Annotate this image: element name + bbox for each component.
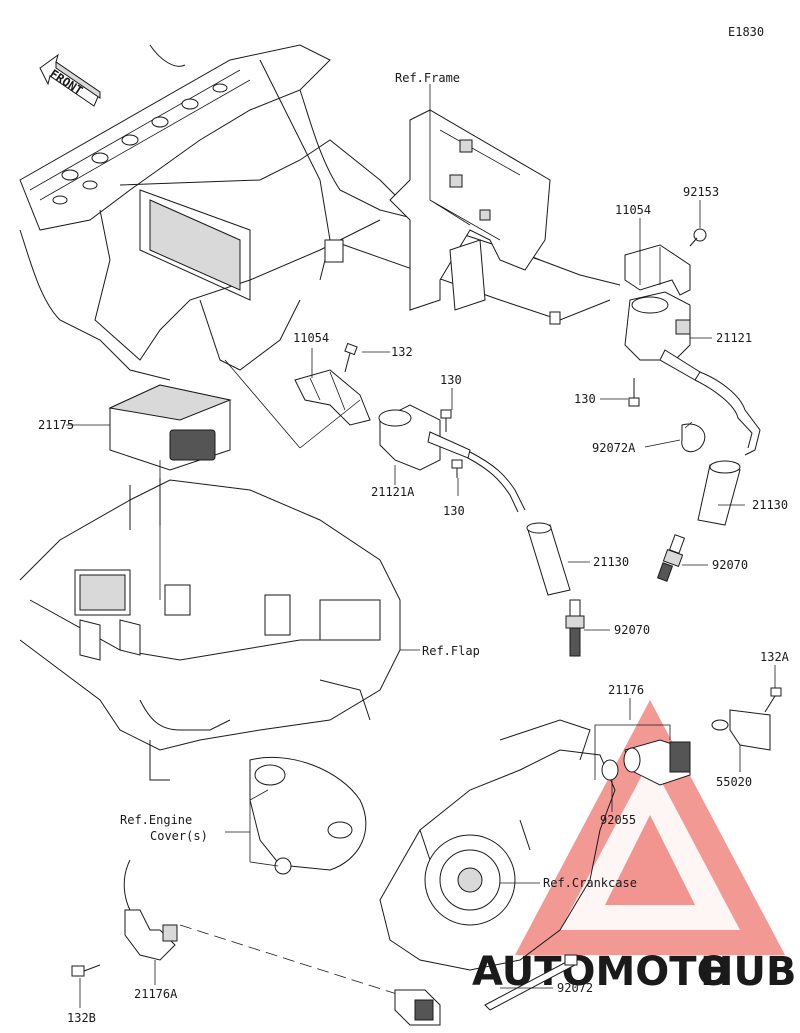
label-21130-center: 21130 [593,555,629,569]
ref-engine-cover-label-1: Ref.Engine [120,813,192,827]
diagram-id: E1830 [728,25,764,39]
flap-illustration [19,478,401,781]
label-21121A: 21121A [371,485,415,499]
label-55020: 55020 [716,775,752,789]
label-92072A: 92072A [592,441,636,455]
cap-21130-center [526,522,571,596]
label-92072: 92072 [557,981,593,995]
clamp-92072A [681,421,706,453]
ref-flap-label: Ref.Flap [422,644,480,658]
clamp-plate-55020 [711,709,771,751]
label-11054-center: 11054 [293,331,329,345]
frame-holes [52,83,228,205]
frame-bracket [389,109,551,311]
bolt-130-center-top [440,409,452,432]
label-21175: 21175 [38,418,74,432]
sensor-21176A [123,859,441,1026]
bolt-130-right [628,378,640,407]
watermark-text-1: AUTOMOTO [472,949,731,995]
leader-lines [66,84,776,1008]
frame-illustration [19,44,621,381]
ecu-21175 [108,384,232,471]
spark-plug-92070-right [656,534,686,582]
ref-crankcase-label: Ref.Crankcase [543,876,637,890]
label-21121: 21121 [716,331,752,345]
label-21130-right: 21130 [752,498,788,512]
label-130-center-bottom: 130 [443,504,465,518]
crankcase-illustration [379,719,616,971]
watermark-logo: AUTOMOTO HUB [472,700,796,995]
bolt-132 [344,342,358,373]
cap-21130-right [697,460,741,526]
spark-plug-92070-center [565,599,585,657]
bracket-11054-center [294,369,371,426]
ignition-coil-21121A [378,404,526,513]
bolt-132B [71,964,101,977]
label-132: 132 [391,345,413,359]
label-132A: 132A [760,650,790,664]
ref-frame-label: Ref.Frame [395,71,460,85]
bolt-130-center-bottom [451,459,463,478]
ref-engine-cover-label-2: Cover(s) [150,829,208,843]
label-21176: 21176 [608,683,644,697]
label-130-right: 130 [574,392,596,406]
front-arrow: FRONT [39,53,101,107]
label-92153: 92153 [683,185,719,199]
label-132B: 132B [67,1011,96,1025]
oring-92055 [601,759,619,781]
sensor-21176 [623,739,691,786]
leader-21176-bracket [594,724,671,780]
leader-v [224,359,361,449]
label-11054-right: 11054 [615,203,651,217]
bracket-11054-right [624,244,691,296]
engine-cover-illustration [249,756,367,875]
label-92070-right: 92070 [712,558,748,572]
bolt-132A [764,687,782,713]
label-130-center-top: 130 [440,373,462,387]
watermark-text-2: HUB [700,949,796,995]
label-21176A: 21176A [134,987,178,1001]
ignition-coil-21121 [624,291,761,456]
bolt-92153 [689,228,707,247]
tie-92072 [484,954,578,1011]
label-92055: 92055 [600,813,636,827]
label-92070-center: 92070 [614,623,650,637]
